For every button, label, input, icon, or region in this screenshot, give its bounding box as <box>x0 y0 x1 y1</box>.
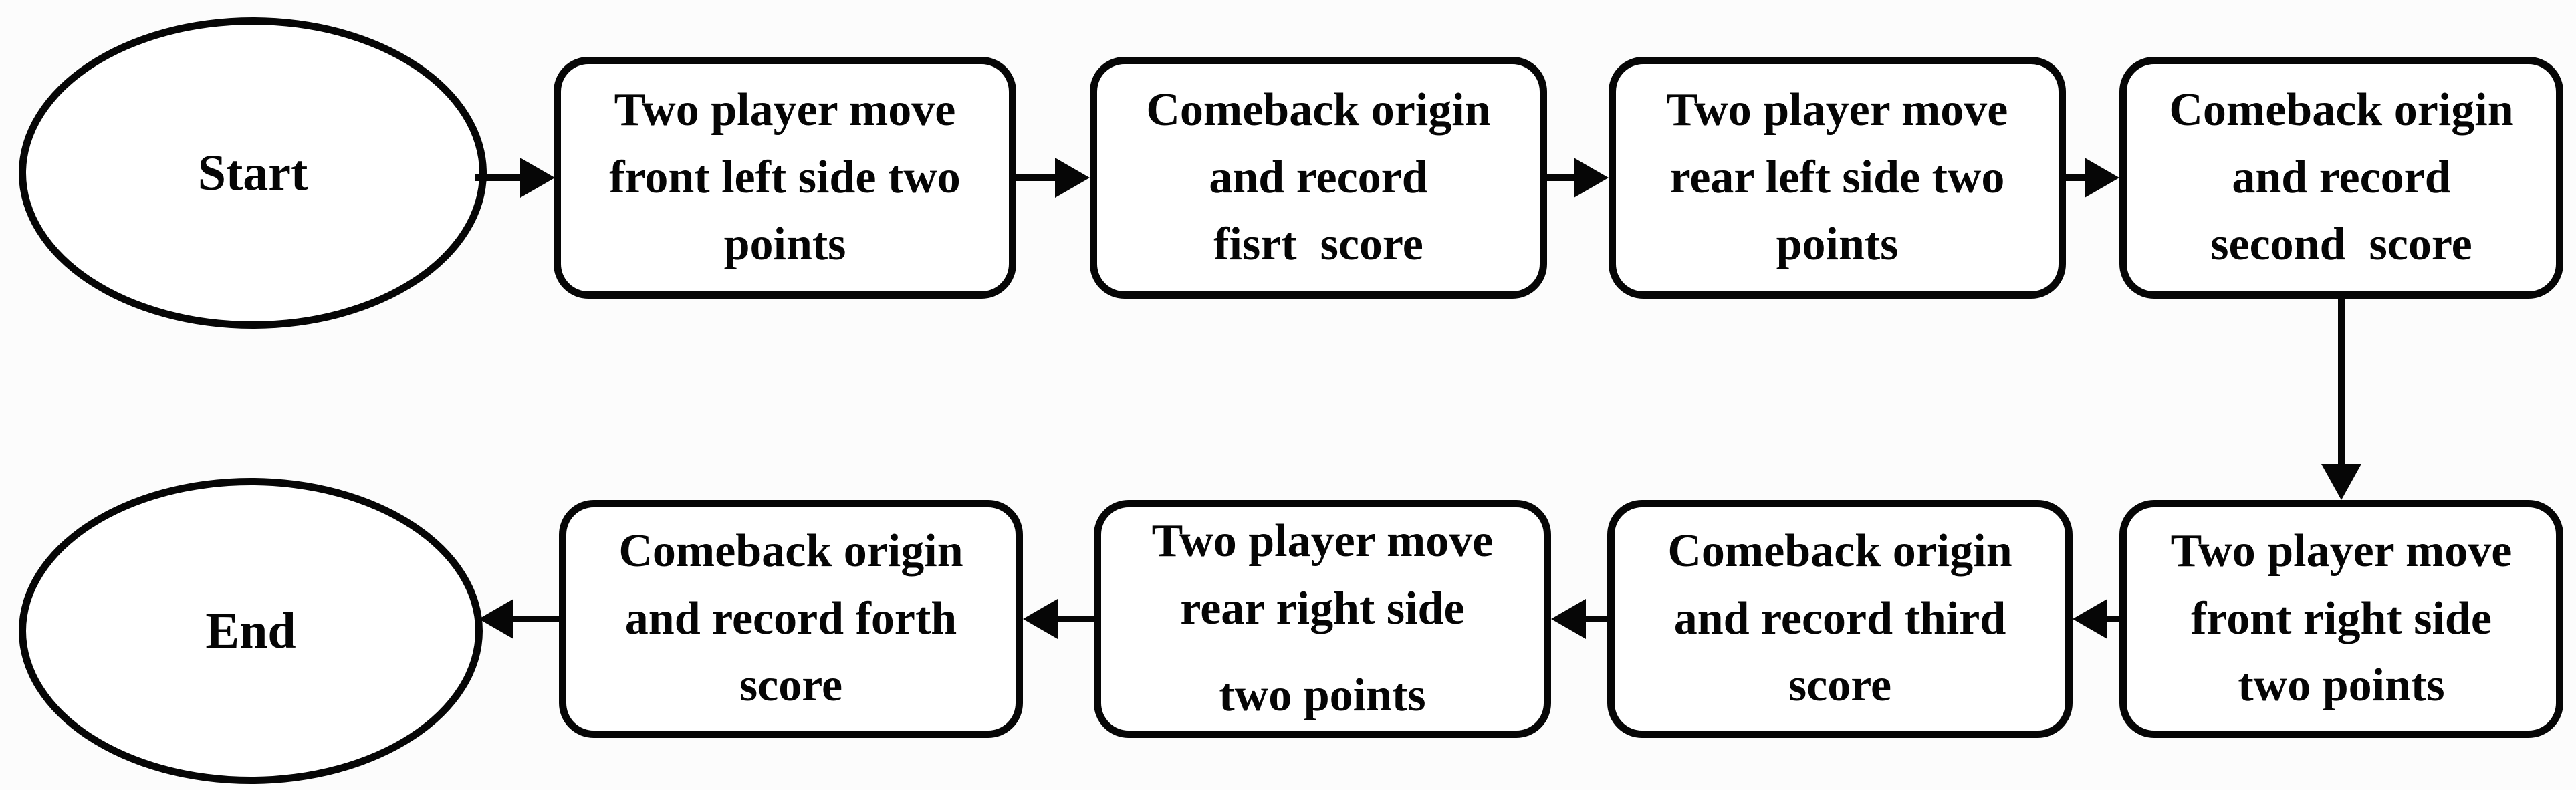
node-box7: Two player move rear right side two poin… <box>1094 500 1551 738</box>
arrow-box7-to-box8-head <box>1023 599 1058 639</box>
arrow-box3-to-box4-line <box>2066 174 2090 181</box>
node-box6-line3: score <box>1788 660 1892 712</box>
node-box4: Comeback origin and record second score <box>2119 57 2563 299</box>
node-box1-line3: points <box>723 219 846 271</box>
node-box8-line1: Comeback origin <box>618 525 963 577</box>
node-box2-line1: Comeback origin <box>1146 84 1491 136</box>
node-box6-line2: and record third <box>1673 592 2006 644</box>
node-box5-line2: front right side <box>2191 592 2492 644</box>
node-box4-line1: Comeback origin <box>2169 84 2514 136</box>
arrow-box8-to-end-line <box>508 616 559 622</box>
node-box4-line3: second score <box>2210 219 2472 271</box>
arrow-start-to-box1-head <box>520 158 555 198</box>
node-box1-line1: Two player move <box>614 84 956 136</box>
node-start: Start <box>19 17 487 329</box>
arrow-box5-to-box6-head <box>2073 599 2107 639</box>
node-box5-line3: two points <box>2238 660 2445 712</box>
node-end: End <box>19 478 483 784</box>
node-box3-line2: rear left side two <box>1669 151 2005 203</box>
node-box4-line2: and record <box>2232 151 2451 203</box>
node-box5: Two player move front right side two poi… <box>2119 500 2563 738</box>
arrow-box4-to-box5-head <box>2321 464 2361 500</box>
node-box5-line1: Two player move <box>2170 525 2512 577</box>
node-box8-line2: and record forth <box>624 592 957 644</box>
arrow-box1-to-box2-line <box>1016 174 1060 181</box>
arrow-box1-to-box2-head <box>1055 158 1090 198</box>
node-box2: Comeback origin and record fisrt score <box>1090 57 1547 299</box>
node-box3-line1: Two player move <box>1666 84 2008 136</box>
arrow-box8-to-end-head <box>479 599 513 639</box>
node-box1-line2: front left side two <box>609 151 961 203</box>
node-box3: Two player move rear left side two point… <box>1609 57 2066 299</box>
arrow-start-to-box1-line <box>475 174 527 181</box>
node-box6-line1: Comeback origin <box>1667 525 2012 577</box>
node-end-label: End <box>205 602 296 659</box>
arrow-box5-to-box6-line <box>2102 616 2119 622</box>
arrow-box6-to-box7-head <box>1551 599 1586 639</box>
node-start-label: Start <box>197 144 308 201</box>
node-box6: Comeback origin and record third score <box>1607 500 2073 738</box>
node-box2-line2: and record <box>1209 151 1428 203</box>
arrow-box7-to-box8-line <box>1052 616 1094 622</box>
node-box8-line3: score <box>739 660 843 712</box>
node-box2-line3: fisrt score <box>1213 219 1423 271</box>
arrow-box2-to-box3-head <box>1574 158 1609 198</box>
arrow-box3-to-box4-head <box>2085 158 2119 198</box>
arrow-box4-to-box5-line <box>2338 299 2345 467</box>
node-box3-line3: points <box>1776 219 1899 271</box>
node-box7-line1: Two player move <box>1151 515 1494 567</box>
node-box7-line2: rear right side <box>1180 582 1465 634</box>
node-box1: Two player move front left side two poin… <box>554 57 1016 299</box>
node-box8: Comeback origin and record forth score <box>559 500 1023 738</box>
node-box7-line3: two points <box>1219 670 1426 722</box>
arrow-box6-to-box7-line <box>1580 616 1607 622</box>
arrow-box2-to-box3-line <box>1547 174 1579 181</box>
